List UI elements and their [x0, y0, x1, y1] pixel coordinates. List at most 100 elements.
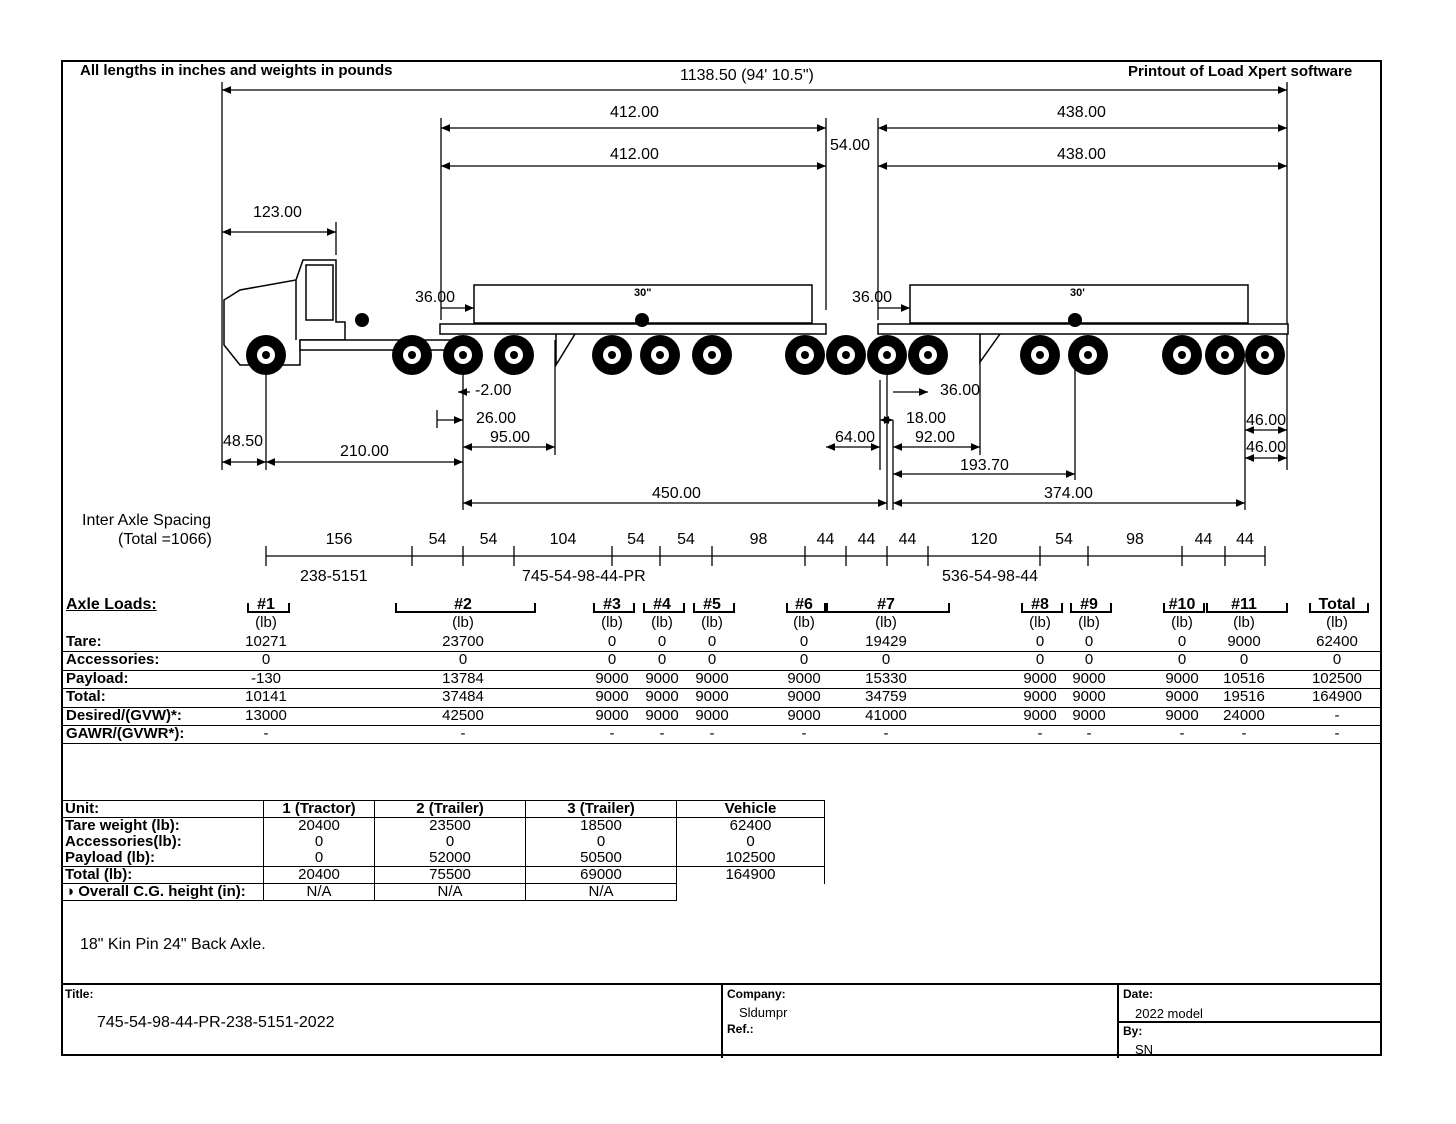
- axle-unit-2: (lb): [452, 614, 474, 631]
- axle-spacing-11: 120: [970, 531, 998, 548]
- axle-cell: 9000: [787, 670, 821, 687]
- date-value: 2022 model: [1135, 1006, 1203, 1021]
- dim-trailer2-a: 438.00: [1057, 104, 1106, 121]
- axle-unit-9: (lb): [1078, 614, 1100, 631]
- unit-row-label-2: Accessories(lb):: [61, 834, 264, 850]
- axle-cell: -: [1334, 725, 1340, 742]
- inter-axle-title: Inter Axle Spacing: [82, 512, 211, 529]
- dim-46a: 46.00: [1246, 412, 1287, 429]
- unit-cell: 0: [525, 834, 677, 850]
- axle-cell: -: [263, 725, 269, 742]
- axle-cell: 9000: [787, 707, 821, 724]
- axle-cell: 9000: [787, 688, 821, 705]
- axle-cell: 37484: [442, 688, 484, 705]
- unit-row-label-text: Overall C.G. height (in):: [78, 883, 246, 900]
- axle-cell: 23700: [442, 633, 484, 650]
- axle-bracket-12: [1309, 603, 1369, 613]
- dim-t1-offset: 36.00: [415, 289, 456, 306]
- axle-spacing-4: 104: [549, 531, 577, 548]
- dim-64: 64.00: [835, 429, 876, 446]
- company-value: Sldumpr: [739, 1005, 788, 1020]
- axle-cell: 13000: [245, 707, 287, 724]
- axle-row-divider: [61, 707, 1382, 708]
- axle-header-1: #1: [257, 596, 275, 613]
- axle-cell: 0: [1035, 651, 1045, 668]
- axle-cell: 9000: [1072, 670, 1106, 687]
- unit-row-label-4: Total (lb):: [61, 866, 264, 884]
- cg-icon: ◑: [65, 883, 79, 900]
- axle-cell: 9000: [1165, 707, 1199, 724]
- inter-axle-total: (Total =1066): [118, 531, 212, 548]
- dim-gap: 54.00: [830, 137, 871, 154]
- axle-cell: 0: [799, 651, 809, 668]
- axle-cell: -: [801, 725, 807, 742]
- axle-bracket-5: [693, 603, 735, 613]
- title-value: 745-54-98-44-PR-238-5151-2022: [97, 1014, 335, 1031]
- unit-cell: N/A: [374, 883, 526, 901]
- by-value: SN: [1135, 1042, 1154, 1057]
- axle-cell: 0: [607, 633, 617, 650]
- unit-weights-table: Unit:1 (Tractor)2 (Trailer)3 (Trailer)Ve…: [61, 800, 825, 901]
- axle-row-divider: [61, 725, 1382, 726]
- axle-row-label-3: Payload:: [66, 670, 129, 687]
- axle-unit-4: (lb): [651, 614, 673, 631]
- axle-cell: 9000: [695, 688, 729, 705]
- unit-cell: 18500: [525, 817, 677, 834]
- dim-46b: 46.00: [1246, 439, 1287, 456]
- axle-cell: 15330: [865, 670, 907, 687]
- axle-loads-title: Axle Loads:: [66, 596, 157, 613]
- dim-trailer1-a: 412.00: [610, 104, 659, 121]
- unit-cell: 0: [263, 834, 375, 850]
- axle-row-label-5: Desired/(GVW)*:: [66, 707, 182, 724]
- axle-unit-7: (lb): [875, 614, 897, 631]
- unit-cell: 20400: [263, 866, 375, 884]
- axle-cell: 9000: [1165, 688, 1199, 705]
- axle-header-2: #2: [454, 596, 472, 613]
- wheel-center-13: [1084, 351, 1092, 359]
- truck-dimension-drawing: [221, 82, 1289, 510]
- axle-spacing-8: 44: [816, 531, 835, 548]
- unit-header-4: 3 (Trailer): [525, 800, 677, 818]
- unit-cell: 75500: [374, 866, 526, 884]
- wheels: [246, 335, 1285, 375]
- axle-bracket-2: [395, 603, 536, 613]
- axle-cell: -: [1241, 725, 1247, 742]
- axle-row-label-4: Total:: [66, 688, 106, 705]
- axle-cell: -: [709, 725, 715, 742]
- axle-cell: 0: [1332, 651, 1342, 668]
- axle-cell: 0: [707, 633, 717, 650]
- dim-26: 26.00: [476, 410, 517, 427]
- wheel-center-10: [883, 351, 891, 359]
- axle-spacing-14: 44: [1194, 531, 1213, 548]
- axle-row-label-2: Accessories:: [66, 651, 160, 668]
- axle-cell: 0: [1177, 651, 1187, 668]
- axle-unit-5: (lb): [701, 614, 723, 631]
- unit-cell: 20400: [263, 817, 375, 834]
- dim-trailer2-b: 438.00: [1057, 146, 1106, 163]
- axle-cell: 13784: [442, 670, 484, 687]
- group-label-3: 536-54-98-44: [942, 568, 1039, 585]
- axle-header-5: #5: [703, 596, 721, 613]
- wheel-center-2: [408, 351, 416, 359]
- unit-cell: 69000: [525, 866, 677, 884]
- axle-cell: 9000: [1023, 688, 1057, 705]
- axle-cell: 9000: [695, 707, 729, 724]
- axle-header-11: #11: [1231, 596, 1257, 613]
- axle-cell: 24000: [1223, 707, 1265, 724]
- axle-cell: 62400: [1316, 633, 1358, 650]
- units-note: All lengths in inches and weights in pou…: [80, 62, 393, 79]
- wheel-center-14: [1178, 351, 1186, 359]
- unit-row-label-1: Tare weight (lb):: [61, 817, 264, 834]
- dim-36b: 36.00: [940, 382, 981, 399]
- group-label-2: 745-54-98-44-PR: [522, 568, 646, 585]
- axle-cell: 9000: [1023, 670, 1057, 687]
- axle-unit-12: (lb): [1326, 614, 1348, 631]
- unit-cell: 164900: [676, 866, 825, 884]
- axle-header-4: #4: [653, 596, 671, 613]
- dim-95: 95.00: [490, 429, 531, 446]
- axle-cell: 10516: [1223, 670, 1265, 687]
- wheel-center-8: [801, 351, 809, 359]
- axle-bracket-6: [786, 603, 826, 613]
- axle-header-9: #9: [1080, 596, 1098, 613]
- axle-bracket-7: [826, 603, 950, 613]
